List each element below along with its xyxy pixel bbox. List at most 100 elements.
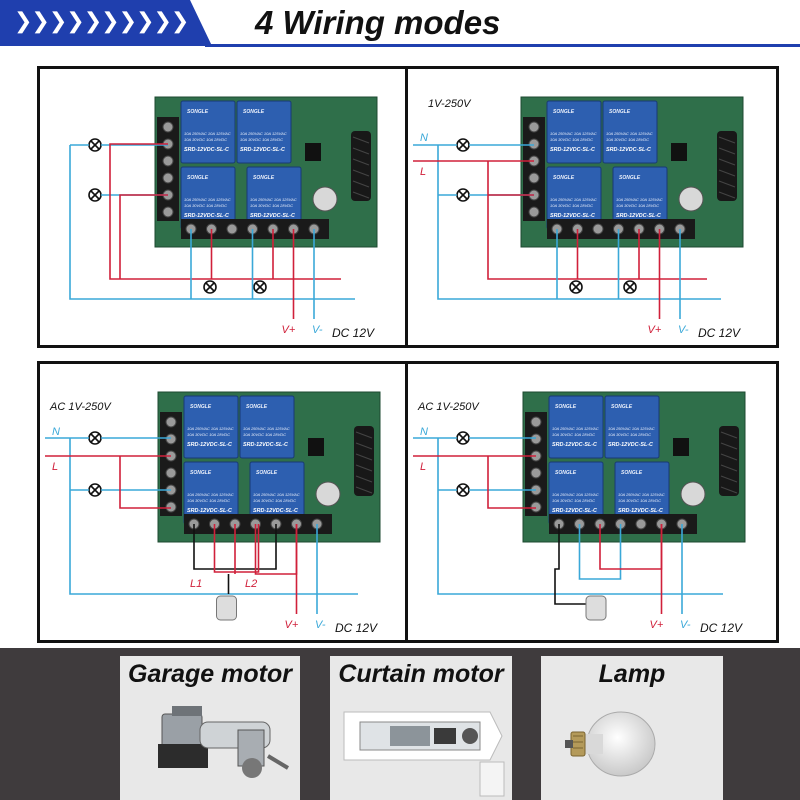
lamp-symbol-icon	[569, 280, 583, 294]
garage-motor-image	[158, 706, 290, 778]
line-label: L	[420, 166, 426, 178]
relay-model: SRD-12VDC-SL-C	[253, 508, 298, 514]
terminal-block-left	[157, 117, 179, 221]
screw-terminal	[165, 501, 177, 513]
rf-antenna-module	[717, 131, 737, 201]
relay-rating: 10A 30VDC 10A 28VDC	[608, 432, 651, 437]
relay-rating: 10A 30VDC 10A 28VDC	[184, 137, 227, 142]
chevron-arrows-icon: ❯❯❯❯❯❯❯❯❯❯	[14, 9, 189, 34]
relay-rating: 10A 250VAC 10A 125VAC	[250, 197, 297, 202]
wire	[213, 524, 260, 573]
lamp-symbol-icon	[456, 188, 470, 202]
l2-label: L2	[245, 578, 257, 590]
relay-model: SRD-12VDC-SL-C	[187, 508, 232, 514]
screw-terminal	[530, 467, 542, 479]
relay-rating: 10A 250VAC 10A 125VAC	[606, 131, 653, 136]
dc-supply-label: DC 12V	[335, 621, 378, 635]
capacitor	[680, 481, 706, 507]
relay-brand: SONGLE	[190, 470, 212, 476]
relay-model: SRD-12VDC-SL-C	[550, 147, 595, 153]
banner-accent: ❯❯❯❯❯❯❯❯❯❯	[0, 0, 212, 46]
screw-terminal	[528, 206, 540, 218]
relay-brand: SONGLE	[621, 470, 643, 476]
relay-rating: 10A 30VDC 10A 28VDC	[618, 498, 661, 503]
relay-rating: 10A 30VDC 10A 28VDC	[240, 137, 283, 142]
screw-terminal	[162, 121, 174, 133]
dc-supply-label: DC 12V	[700, 621, 743, 635]
voltage-label: AC 1V-250V	[49, 401, 112, 413]
motor-symbol-icon	[216, 595, 237, 621]
wire	[437, 145, 721, 300]
relay-rating: 10A 30VDC 10A 28VDC	[184, 203, 227, 208]
relay-rating: 10A 30VDC 10A 28VDC	[606, 137, 649, 142]
relay-brand: SONGLE	[553, 109, 575, 115]
relay-brand: SONGLE	[253, 175, 275, 181]
wire	[69, 438, 358, 595]
relay-brand: SONGLE	[190, 404, 212, 410]
line-label: L	[52, 461, 58, 473]
relay-rating: 10A 30VDC 10A 28VDC	[243, 432, 286, 437]
relay-rating: 10A 30VDC 10A 28VDC	[550, 137, 593, 142]
vminus-label: V-	[678, 324, 689, 336]
lamp-symbol-icon	[623, 280, 637, 294]
lamp-symbol-icon	[456, 431, 470, 445]
motor-symbol-icon	[585, 595, 607, 621]
relay-brand: SONGLE	[609, 109, 631, 115]
dc-supply-label: DC 12V	[332, 326, 375, 340]
vplus-label: V+	[282, 324, 296, 336]
vplus-label: V+	[285, 619, 299, 631]
lamp-symbol-icon	[88, 138, 102, 152]
page-title: 4 Wiring modes	[255, 4, 501, 41]
motor-feed	[554, 524, 588, 605]
screw-terminal	[530, 433, 542, 445]
relay-model: SRD-12VDC-SL-C	[240, 147, 285, 153]
capacitor	[315, 481, 341, 507]
neutral-label: N	[420, 426, 428, 438]
relay-rating: 10A 30VDC 10A 28VDC	[187, 498, 230, 503]
curtain-motor-image	[343, 711, 505, 797]
relay-rating: 10A 250VAC 10A 125VAC	[552, 492, 599, 497]
relay-rating: 10A 250VAC 10A 125VAC	[184, 131, 231, 136]
wire	[119, 194, 168, 279]
ic-chip	[671, 143, 687, 161]
screw-terminal	[528, 121, 540, 133]
device-card-lamp: Lamp	[541, 656, 723, 800]
vplus-label: V+	[650, 619, 664, 631]
relay-brand: SONGLE	[256, 470, 278, 476]
wire	[487, 456, 536, 509]
screw-terminal	[162, 155, 174, 167]
relay-rating: 10A 30VDC 10A 28VDC	[187, 432, 230, 437]
neutral-label: N	[420, 132, 428, 144]
device-card-garage-motor: Garage motor	[120, 656, 300, 800]
relay-brand: SONGLE	[243, 109, 265, 115]
relay-rating: 10A 30VDC 10A 28VDC	[253, 498, 296, 503]
capacitor	[312, 186, 338, 212]
relay-brand: SONGLE	[187, 109, 209, 115]
relay-brand: SONGLE	[611, 404, 633, 410]
screw-terminal	[530, 501, 542, 513]
device-label: Curtain motor	[338, 660, 504, 688]
line-label: L	[420, 461, 426, 473]
ic-chip	[673, 438, 689, 456]
relay-model: SRD-12VDC-SL-C	[606, 147, 651, 153]
ic-chip	[305, 143, 321, 161]
blue-loop	[69, 145, 355, 300]
relay-rating: 10A 250VAC 10A 125VAC	[618, 492, 665, 497]
relay-model: SRD-12VDC-SL-C	[608, 442, 653, 448]
relay-brand: SONGLE	[555, 470, 577, 476]
relay-rating: 10A 250VAC 10A 125VAC	[552, 426, 599, 431]
relay-brand: SONGLE	[553, 175, 575, 181]
relay-model: SRD-12VDC-SL-C	[250, 213, 295, 219]
relay-rating: 10A 250VAC 10A 125VAC	[187, 426, 234, 431]
